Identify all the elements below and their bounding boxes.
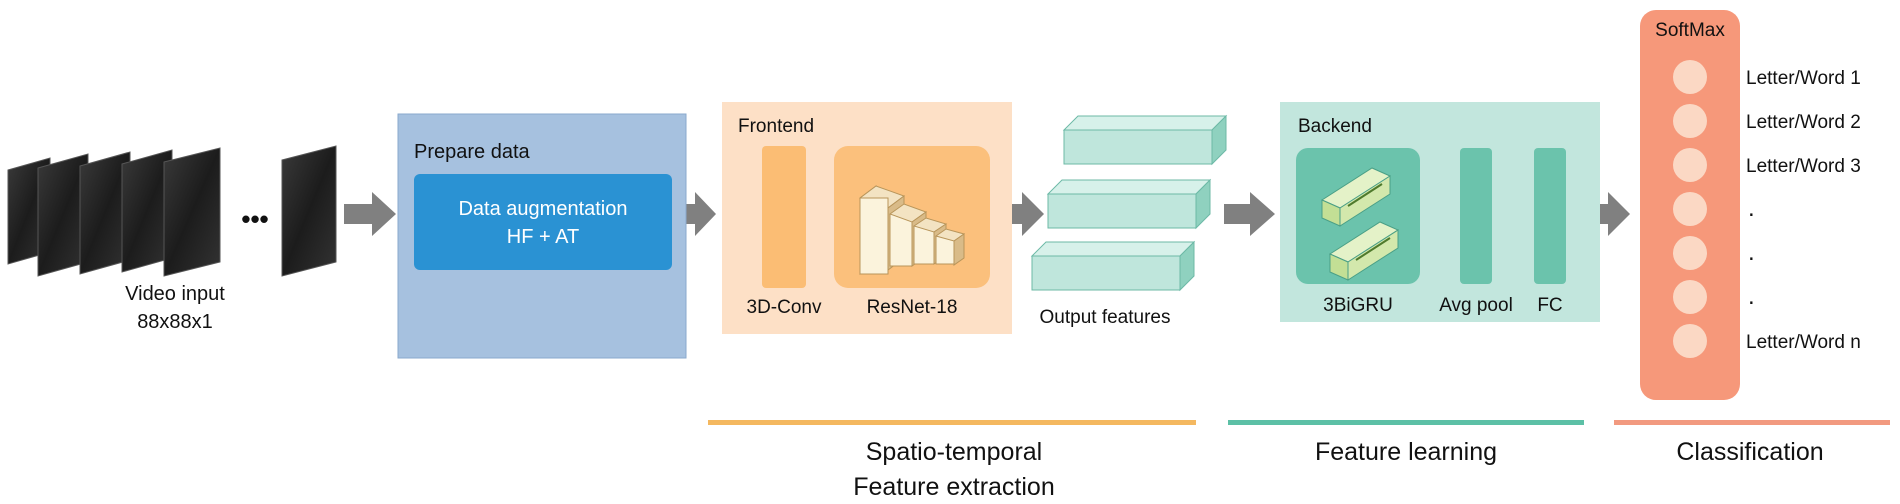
softmax-output-label: Letter/Word n	[1746, 332, 1861, 353]
feature-slab-2-front	[1047, 193, 1197, 229]
feature-slab-1-top	[1062, 115, 1228, 131]
bigru-icon	[1320, 167, 1400, 281]
softmax-nodes	[1673, 60, 1707, 358]
softmax-node	[1673, 236, 1707, 270]
softmax-node	[1673, 60, 1707, 94]
fc-label: FC	[1537, 295, 1562, 316]
conv3d-label: 3D-Conv	[747, 297, 822, 318]
augmentation-methods-label: HF + AT	[507, 226, 579, 248]
learning-stage-line	[1228, 420, 1584, 425]
softmax-title: SoftMax	[1655, 20, 1725, 41]
conv3d-block	[762, 146, 806, 288]
prepare-data-title: Prepare data	[414, 141, 531, 163]
softmax-output-label: Letter/Word 2	[1746, 112, 1861, 133]
data-augmentation-label: Data augmentation	[458, 198, 627, 220]
video-frames	[7, 145, 337, 277]
arrow-prepare-to-frontend	[685, 192, 716, 236]
arrow-backend-to-softmax	[1596, 192, 1630, 236]
arrow-features-to-backend	[1224, 192, 1275, 236]
video-frame-5	[163, 147, 221, 277]
feature-slab-3-front	[1031, 255, 1181, 291]
classification-stage-line	[1614, 420, 1890, 425]
softmax-output-label: .	[1748, 283, 1755, 310]
avg-pool-label: Avg pool	[1439, 295, 1513, 316]
arrow-frontend-to-features	[1012, 192, 1044, 236]
data-augmentation-box	[414, 174, 672, 270]
avg-pool-block	[1460, 148, 1492, 284]
softmax-node	[1673, 192, 1707, 226]
extraction-stage-label-1: Spatio-temporal	[866, 438, 1042, 466]
backend-title: Backend	[1298, 116, 1372, 137]
output-feature-slabs	[1030, 114, 1228, 292]
learning-stage-label: Feature learning	[1315, 438, 1497, 466]
softmax-node	[1673, 280, 1707, 314]
extraction-stage-line	[708, 420, 1196, 425]
softmax-output-label: .	[1748, 239, 1755, 266]
softmax-output-label: Letter/Word 3	[1746, 156, 1861, 177]
feature-slab-2-top	[1046, 179, 1212, 195]
resnet-layers-icon	[858, 185, 966, 275]
video-input-label: Video input	[125, 283, 225, 305]
softmax-output-label: Letter/Word 1	[1746, 68, 1861, 89]
feature-slab-1-front	[1063, 129, 1213, 165]
softmax-node	[1673, 324, 1707, 358]
softmax-outputs: Letter/Word 1 Letter/Word 2 Letter/Word 3.…	[1746, 68, 1861, 353]
video-input-size: 88x88x1	[137, 311, 213, 333]
resnet-label: ResNet-18	[867, 297, 958, 318]
fc-block	[1534, 148, 1566, 284]
classification-stage-label: Classification	[1676, 438, 1823, 466]
output-features-label: Output features	[1040, 307, 1171, 328]
gru-label: 3BiGRU	[1323, 295, 1393, 316]
frontend-title: Frontend	[738, 116, 814, 137]
softmax-node	[1673, 148, 1707, 182]
feature-slab-3-top	[1030, 241, 1196, 257]
video-frame-last	[281, 145, 337, 277]
softmax-output-label: .	[1748, 195, 1755, 222]
arrow-input-to-prepare	[344, 192, 396, 236]
frames-ellipsis: •••	[241, 204, 268, 234]
softmax-node	[1673, 104, 1707, 138]
extraction-stage-label-2: Feature extraction	[853, 473, 1055, 501]
